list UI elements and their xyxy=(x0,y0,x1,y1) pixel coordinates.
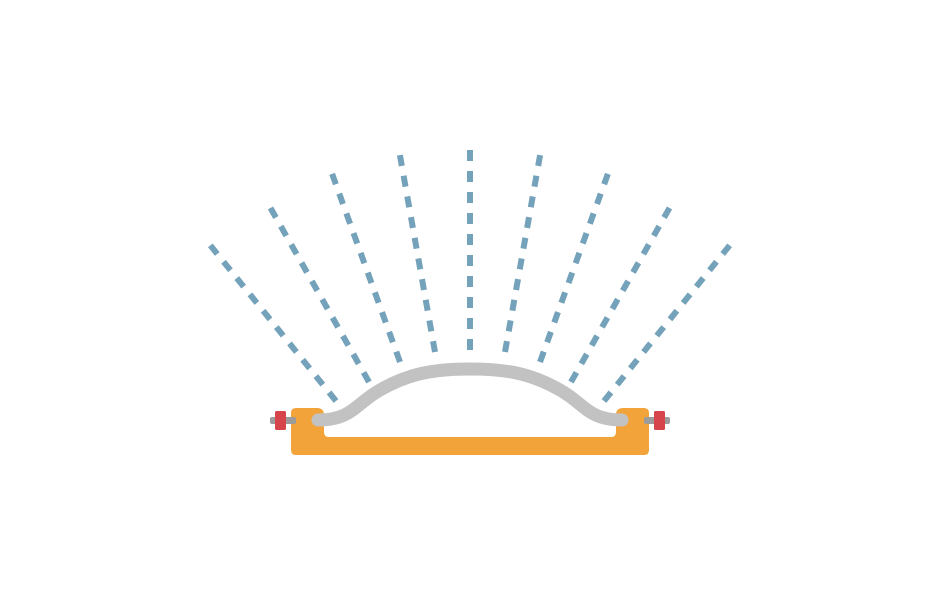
base-frame xyxy=(291,408,649,455)
water-jet xyxy=(537,166,613,364)
right-end-cap xyxy=(654,411,665,430)
right-end-fitting xyxy=(644,411,670,430)
water-jet xyxy=(396,149,438,353)
water-jets xyxy=(203,145,737,403)
water-jet xyxy=(263,198,372,384)
sprinkler-base xyxy=(291,408,649,455)
water-jet xyxy=(502,149,544,353)
left-end-cap xyxy=(275,411,286,430)
left-end-fitting xyxy=(270,411,296,430)
water-jet xyxy=(568,198,677,384)
water-jet xyxy=(203,238,339,403)
spray-tube xyxy=(311,362,629,427)
water-jet xyxy=(601,238,737,403)
water-jet xyxy=(327,166,403,364)
